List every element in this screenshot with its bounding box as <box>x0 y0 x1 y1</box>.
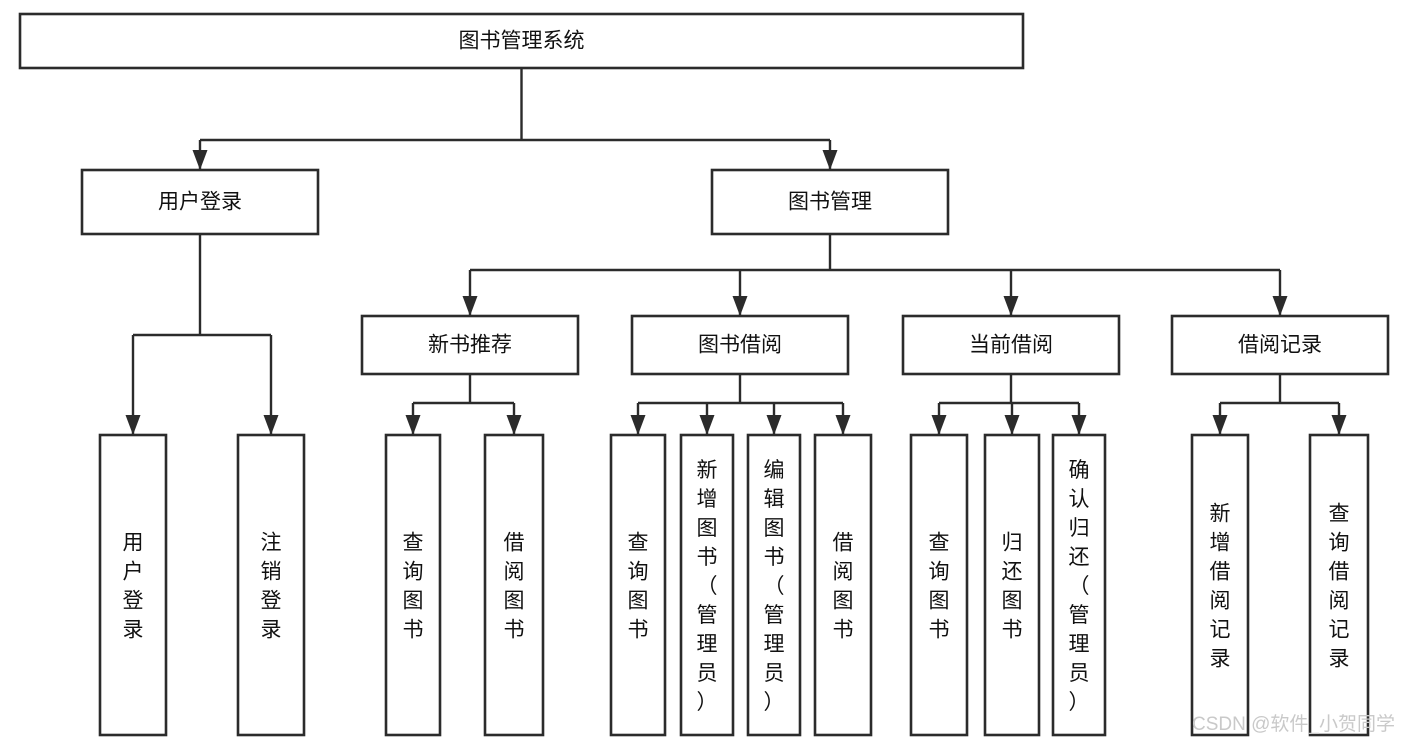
node-leaf-query-book-2[interactable]: 查询图书 <box>609 433 667 737</box>
book-borrow-to-leaves-branch-1-arrowhead-icon <box>699 415 715 435</box>
node-leaf-edit-book-admin-box[interactable] <box>746 433 802 737</box>
current-borrow-to-leaves-branch-0-arrowhead-icon <box>931 415 947 435</box>
node-leaf-user-login-label: 用户登录 <box>123 532 144 642</box>
node-leaf-query-book-2-box[interactable] <box>609 433 667 737</box>
new-book-recommend-to-leaves-branch-1-arrowhead-icon <box>506 415 522 435</box>
node-leaf-query-book-3-label: 查询图书 <box>929 532 950 642</box>
node-leaf-query-borrow-record-box[interactable] <box>1308 433 1370 737</box>
node-book-borrow[interactable]: 图书借阅 <box>630 314 850 376</box>
node-root-图书管理系统-label: 图书管理系统 <box>459 30 585 53</box>
book-manage-to-level3-branch-1-arrowhead-icon <box>732 296 748 316</box>
node-leaf-edit-book-admin[interactable]: 编辑图书（管理员） <box>746 433 802 737</box>
csdn-watermark: CSDN @软件_小贺同学 <box>1192 713 1395 735</box>
new-book-recommend-to-leaves-branch-0-arrowhead-icon <box>405 415 421 435</box>
node-leaf-logout-login-label: 注销登录 <box>261 532 282 642</box>
node-leaf-borrow-book-1-label: 借阅图书 <box>504 532 525 642</box>
node-leaf-query-book-1-box[interactable] <box>384 433 442 737</box>
node-current-borrow-label: 当前借阅 <box>969 334 1053 357</box>
current-borrow-to-leaves-branch-1-arrowhead-icon <box>1004 415 1020 435</box>
node-new-book-recommend[interactable]: 新书推荐 <box>360 314 580 376</box>
node-leaf-borrow-book-1-box[interactable] <box>483 433 545 737</box>
node-leaf-user-login[interactable]: 用户登录 <box>98 433 168 737</box>
node-borrow-record[interactable]: 借阅记录 <box>1170 314 1390 376</box>
connectors-layer <box>125 68 1347 435</box>
node-book-manage-label: 图书管理 <box>788 191 872 214</box>
node-root-图书管理系统-box[interactable] <box>18 12 1025 70</box>
book-manage-to-level3-branch-0-arrowhead-icon <box>462 296 478 316</box>
node-leaf-query-borrow-record-label: 查询借阅记录 <box>1329 503 1350 671</box>
node-leaf-add-borrow-record[interactable]: 新增借阅记录 <box>1190 433 1250 737</box>
node-user-login-label: 用户登录 <box>158 191 242 214</box>
node-leaf-edit-book-admin-label: 编辑图书（管理员） <box>764 459 785 714</box>
node-book-manage-box[interactable] <box>710 168 950 236</box>
node-leaf-query-book-3[interactable]: 查询图书 <box>909 433 969 737</box>
root-to-level2-branch-0-arrowhead-icon <box>192 150 208 170</box>
node-leaf-borrow-book-1[interactable]: 借阅图书 <box>483 433 545 737</box>
node-user-login[interactable]: 用户登录 <box>80 168 320 236</box>
node-leaf-add-borrow-record-label: 新增借阅记录 <box>1210 503 1231 671</box>
node-leaf-logout-login[interactable]: 注销登录 <box>236 433 306 737</box>
node-leaf-confirm-return[interactable]: 确认归还（管理员） <box>1051 433 1107 737</box>
borrow-record-to-leaves-branch-0-arrowhead-icon <box>1212 415 1228 435</box>
user-login-to-leaves-branch-0-arrowhead-icon <box>125 415 141 435</box>
node-borrow-record-label: 借阅记录 <box>1238 334 1322 357</box>
node-new-book-recommend-label: 新书推荐 <box>428 334 512 357</box>
node-leaf-query-book-2-label: 查询图书 <box>628 532 649 642</box>
node-leaf-add-borrow-record-box[interactable] <box>1190 433 1250 737</box>
node-new-book-recommend-box[interactable] <box>360 314 580 376</box>
book-manage-to-level3-branch-2-arrowhead-icon <box>1003 296 1019 316</box>
node-leaf-query-borrow-record[interactable]: 查询借阅记录 <box>1308 433 1370 737</box>
node-leaf-confirm-return-label: 确认归还（管理员） <box>1069 459 1090 714</box>
current-borrow-to-leaves-branch-2-arrowhead-icon <box>1071 415 1087 435</box>
node-leaf-add-book-admin-box[interactable] <box>679 433 735 737</box>
node-leaf-borrow-book-2-label: 借阅图书 <box>833 532 854 642</box>
node-leaf-borrow-book-2-box[interactable] <box>813 433 873 737</box>
node-leaf-confirm-return-box[interactable] <box>1051 433 1107 737</box>
node-leaf-add-book-admin-label: 新增图书（管理员） <box>697 459 718 714</box>
node-leaf-borrow-book-2[interactable]: 借阅图书 <box>813 433 873 737</box>
book-borrow-to-leaves-branch-2-arrowhead-icon <box>766 415 782 435</box>
node-leaf-return-book-label: 归还图书 <box>1002 532 1023 642</box>
book-manage-to-level3-branch-3-arrowhead-icon <box>1272 296 1288 316</box>
node-current-borrow-box[interactable] <box>901 314 1121 376</box>
node-book-manage[interactable]: 图书管理 <box>710 168 950 236</box>
node-leaf-query-book-1[interactable]: 查询图书 <box>384 433 442 737</box>
node-borrow-record-box[interactable] <box>1170 314 1390 376</box>
book-borrow-to-leaves-branch-0-arrowhead-icon <box>630 415 646 435</box>
node-leaf-return-book-box[interactable] <box>983 433 1041 737</box>
user-login-to-leaves-branch-1-arrowhead-icon <box>263 415 279 435</box>
node-leaf-logout-login-box[interactable] <box>236 433 306 737</box>
borrow-record-to-leaves-branch-1-arrowhead-icon <box>1331 415 1347 435</box>
node-leaf-user-login-box[interactable] <box>98 433 168 737</box>
nodes-layer: 图书管理系统用户登录图书管理新书推荐图书借阅当前借阅借阅记录用户登录注销登录查询… <box>18 12 1390 737</box>
root-to-level2-branch-1-arrowhead-icon <box>822 150 838 170</box>
node-leaf-query-book-3-box[interactable] <box>909 433 969 737</box>
node-book-borrow-label: 图书借阅 <box>698 334 782 357</box>
node-leaf-return-book[interactable]: 归还图书 <box>983 433 1041 737</box>
node-user-login-box[interactable] <box>80 168 320 236</box>
node-leaf-query-book-1-label: 查询图书 <box>403 532 424 642</box>
node-book-borrow-box[interactable] <box>630 314 850 376</box>
book-borrow-to-leaves-branch-3-arrowhead-icon <box>835 415 851 435</box>
node-root-图书管理系统[interactable]: 图书管理系统 <box>18 12 1025 70</box>
node-leaf-add-book-admin[interactable]: 新增图书（管理员） <box>679 433 735 737</box>
node-current-borrow[interactable]: 当前借阅 <box>901 314 1121 376</box>
